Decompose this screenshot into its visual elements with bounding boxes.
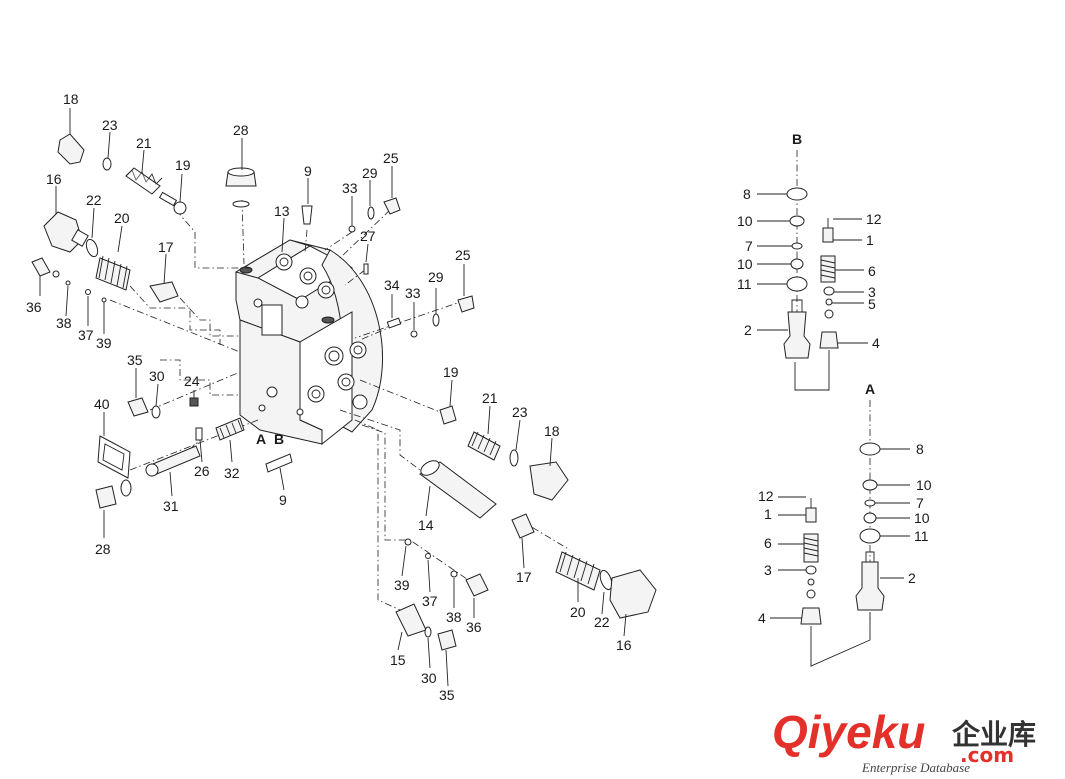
callout-36a: 36 (26, 299, 42, 315)
detail-b-assembly: B 8 10 7 10 11 2 12 1 6 3 5 4 (737, 131, 882, 391)
callout-26: 26 (194, 463, 210, 479)
callout-19b: 19 (443, 364, 459, 380)
detail-a-callout-7: 7 (916, 495, 924, 511)
detail-a-callout-12: 12 (758, 488, 774, 504)
callout-22a: 22 (86, 192, 102, 208)
detail-b-callout-11: 11 (737, 276, 752, 292)
callout-34: 34 (384, 277, 400, 293)
detail-b-callout-3: 3 (868, 284, 876, 300)
watermark-dotcom: .com (960, 743, 1014, 767)
detail-b-callout-12: 12 (866, 211, 882, 227)
detail-a-callout-2: 2 (908, 570, 916, 586)
detail-a-callout-1: 1 (764, 506, 772, 522)
main-parts (31, 133, 657, 651)
callout-29a: 29 (362, 165, 378, 181)
callout-33a: 33 (342, 180, 358, 196)
callout-23a: 23 (102, 117, 118, 133)
callout-37a: 37 (78, 327, 94, 343)
callout-9b: 9 (279, 492, 287, 508)
detail-a-callout-4: 4 (758, 610, 766, 626)
port-label-a: A (256, 431, 266, 447)
callout-15: 15 (390, 652, 406, 668)
label-leaders (39, 108, 627, 687)
detail-b-callout-10a: 10 (737, 213, 753, 229)
callout-20a: 20 (114, 210, 130, 226)
callout-35a: 35 (127, 352, 143, 368)
detail-b-callout-7: 7 (745, 238, 753, 254)
detail-a-callout-10b: 10 (914, 510, 930, 526)
main-callouts: 18 23 21 19 16 22 20 17 36 38 37 39 28 1… (26, 91, 632, 703)
detail-b-callout-5: 5 (868, 296, 876, 312)
callout-25a: 25 (383, 150, 399, 166)
callout-17a: 17 (158, 239, 174, 255)
main-leader-lines (109, 199, 571, 611)
callout-22b: 22 (594, 614, 610, 630)
callout-29b: 29 (428, 269, 444, 285)
qiyeku-watermark-logo: Qiyeku 企业库 .com Enterprise Database (772, 706, 1036, 775)
callout-21b: 21 (482, 390, 498, 406)
detail-b-callout-6: 6 (868, 263, 876, 279)
callout-9a: 9 (304, 163, 312, 179)
detail-a-callout-11: 11 (914, 528, 929, 544)
callout-21a: 21 (136, 135, 152, 151)
callout-28a: 28 (233, 122, 249, 138)
callout-25b: 25 (455, 247, 471, 263)
callout-33b: 33 (405, 285, 421, 301)
callout-32: 32 (224, 465, 240, 481)
detail-b-callout-1: 1 (866, 232, 874, 248)
callout-39a: 39 (96, 335, 112, 351)
callout-30b: 30 (421, 670, 437, 686)
callout-38a: 38 (56, 315, 72, 331)
detail-b-callout-10b: 10 (737, 256, 753, 272)
detail-b-axis-label: B (792, 131, 802, 147)
detail-b-callout-8: 8 (743, 186, 751, 202)
detail-a-callout-8: 8 (916, 441, 924, 457)
callout-28b: 28 (95, 541, 111, 557)
port-label-b: B (274, 431, 284, 447)
detail-b-callout-4: 4 (872, 335, 880, 351)
callout-18a: 18 (63, 91, 79, 107)
detail-b-callout-2: 2 (744, 322, 752, 338)
detail-a-callout-3: 3 (764, 562, 772, 578)
watermark-tagline: Enterprise Database (861, 760, 970, 775)
detail-a-axis-label: A (865, 381, 875, 397)
watermark-cn: 企业库 (952, 718, 1036, 751)
callout-16a: 16 (46, 171, 62, 187)
callout-24: 24 (184, 373, 200, 389)
detail-a-callout-10a: 10 (916, 477, 932, 493)
callout-16b: 16 (616, 637, 632, 653)
watermark-brand: Qiyeku (772, 706, 925, 758)
callout-14: 14 (418, 517, 434, 533)
callout-30a: 30 (149, 368, 165, 384)
callout-31: 31 (163, 498, 179, 514)
callout-27: 27 (360, 228, 376, 244)
callout-39b: 39 (394, 577, 410, 593)
callout-37b: 37 (422, 593, 438, 609)
detail-a-callout-6: 6 (764, 535, 772, 551)
callout-35b: 35 (439, 687, 455, 703)
callout-18b: 18 (544, 423, 560, 439)
callout-38b: 38 (446, 609, 462, 625)
detail-a-assembly: A 8 10 7 10 11 2 12 1 6 3 4 (758, 381, 932, 667)
valve-body (234, 239, 383, 446)
callout-13: 13 (274, 203, 290, 219)
callout-40: 40 (94, 396, 110, 412)
callout-17b: 17 (516, 569, 532, 585)
callout-36b: 36 (466, 619, 482, 635)
callout-20b: 20 (570, 604, 586, 620)
callout-19a: 19 (175, 157, 191, 173)
callout-23b: 23 (512, 404, 528, 420)
